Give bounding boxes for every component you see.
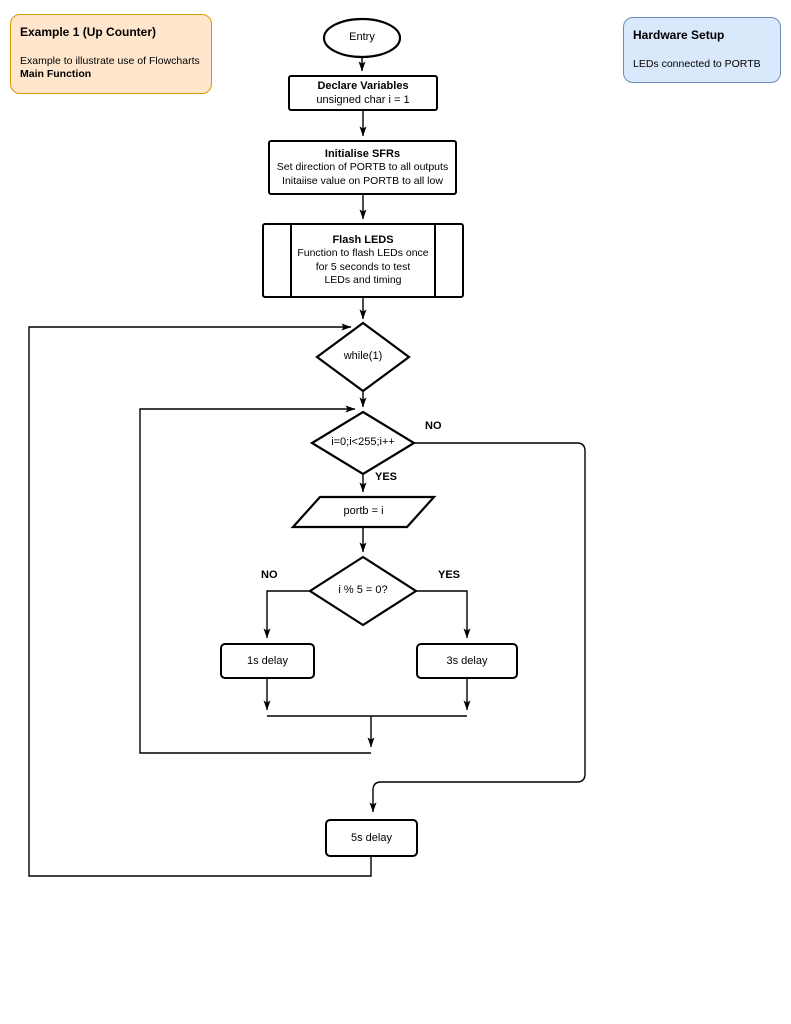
process-initialise-sfrs: Initialise SFRs Set direction of PORTB t… xyxy=(268,140,457,195)
process-init-title: Initialise SFRs xyxy=(324,147,401,160)
edge-inner-loopback xyxy=(139,405,371,754)
predefined-process-left-bar xyxy=(290,225,292,296)
note-hardware-title: Hardware Setup xyxy=(633,28,725,42)
predefined-process-flash-leds: Flash LEDS Function to flash LEDs once f… xyxy=(262,223,464,298)
process-5s-delay: 5s delay xyxy=(325,819,418,857)
decision-for-label: i=0;i<255;i++ xyxy=(331,436,395,449)
note-example-body-line1: Example to illustrate use of Flowcharts xyxy=(20,55,200,67)
note-example-body-line2: Main Function xyxy=(20,68,92,81)
process-1s-delay-label: 1s delay xyxy=(247,654,288,667)
decision-mod xyxy=(307,555,419,627)
flash-leds-line2: for 5 seconds to test xyxy=(315,260,411,273)
process-1s-delay: 1s delay xyxy=(220,643,315,679)
edge-label-for-no: NO xyxy=(425,420,442,432)
terminator-entry xyxy=(322,17,402,59)
process-5s-delay-label: 5s delay xyxy=(351,831,392,844)
process-declare-variables: Declare Variables unsigned char i = 1 xyxy=(288,75,438,111)
edge-outer-loopback xyxy=(28,323,372,877)
process-declare-line1: unsigned char i = 1 xyxy=(316,94,410,106)
edge-label-mod-no: NO xyxy=(261,569,278,581)
note-example: Example 1 (Up Counter) Example to illust… xyxy=(10,14,212,94)
process-3s-delay-label: 3s delay xyxy=(446,654,488,667)
terminator-entry-label: Entry xyxy=(349,31,375,44)
io-portb xyxy=(290,495,437,529)
process-init-line1: Set direction of PORTB to all outputs xyxy=(276,161,449,173)
note-hardware-body-line1: LEDs connected to PORTB xyxy=(633,58,761,70)
io-portb-label: portb = i xyxy=(343,505,384,518)
process-init-line2: Initaiise value on PORTB to all low xyxy=(282,174,443,187)
edge-for-no-to-5s xyxy=(369,442,586,813)
note-example-title: Example 1 (Up Counter) xyxy=(20,25,157,39)
decision-while xyxy=(315,321,411,393)
decision-mod-label: i % 5 = 0? xyxy=(338,584,388,597)
note-hardware: Hardware Setup LEDs connected to PORTB xyxy=(623,17,781,83)
process-declare-title: Declare Variables xyxy=(317,79,409,92)
edge-mod-yes-to-3s xyxy=(416,590,471,639)
decision-for xyxy=(309,410,417,476)
edge-label-mod-yes: YES xyxy=(438,569,461,581)
flash-leds-line3: LEDs and timing xyxy=(324,274,402,287)
edge-mod-no-to-1s xyxy=(263,590,310,639)
predefined-process-right-bar xyxy=(434,225,436,296)
decision-while-label: while(1) xyxy=(343,350,383,363)
edge-label-for-yes: YES xyxy=(375,471,398,483)
process-3s-delay: 3s delay xyxy=(416,643,518,679)
flash-leds-line1: Function to flash LEDs once xyxy=(297,247,429,260)
flash-leds-title: Flash LEDS xyxy=(332,233,394,246)
